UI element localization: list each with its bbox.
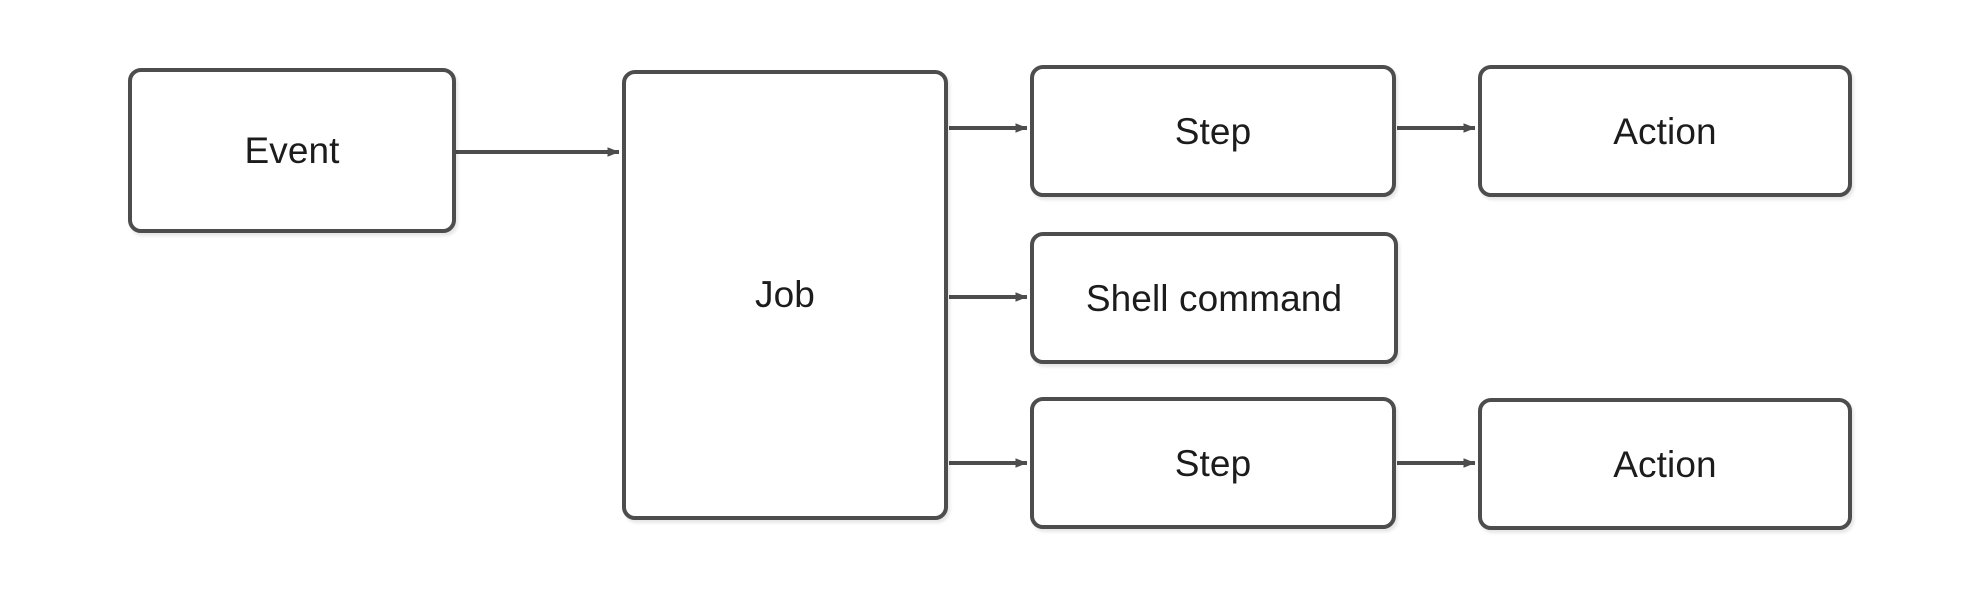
node-action-bottom[interactable]: Action <box>1478 398 1852 530</box>
node-action-top[interactable]: Action <box>1478 65 1852 197</box>
node-event[interactable]: Event <box>128 68 456 233</box>
node-job-label: Job <box>755 273 815 315</box>
node-shell-command-label: Shell command <box>1085 277 1343 319</box>
node-step-bottom[interactable]: Step <box>1030 397 1396 529</box>
node-step-top-label: Step <box>1174 110 1252 152</box>
node-event-label: Event <box>244 130 340 171</box>
node-shell-command[interactable]: Shell command <box>1030 232 1398 364</box>
node-step-bottom-label: Step <box>1174 442 1252 484</box>
node-action-top-label: Action <box>1613 110 1717 152</box>
node-step-top[interactable]: Step <box>1030 65 1396 197</box>
node-job[interactable]: Job <box>622 70 948 520</box>
node-action-bottom-label: Action <box>1613 443 1717 485</box>
